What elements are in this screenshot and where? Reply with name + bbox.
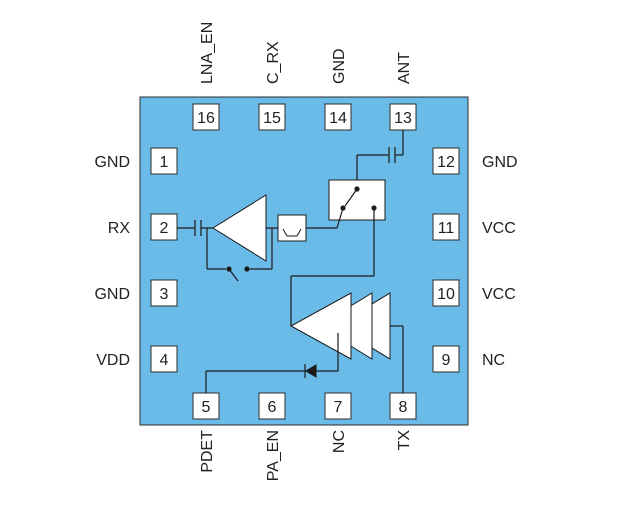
pin-14: 14 GND — [324, 48, 352, 131]
lna-amplifier — [212, 194, 267, 262]
pin-5: 5 PDET — [192, 392, 220, 473]
pin-8-label: TX — [396, 430, 413, 451]
pin-7-number: 7 — [334, 399, 343, 416]
bypass-contact-right — [244, 266, 250, 272]
pin-2-number: 2 — [160, 220, 169, 237]
pin-11-number: 11 — [438, 220, 455, 237]
pin-6-box — [258, 392, 286, 420]
pin-15-box — [258, 103, 286, 131]
pin-9-box — [432, 345, 460, 373]
package-body — [139, 96, 469, 426]
bandpass-filter-symbol — [277, 214, 307, 242]
pin-3-label: GND — [94, 286, 130, 303]
pin-13-number: 13 — [394, 110, 412, 127]
pin-6-number: 6 — [268, 399, 277, 416]
pin-14-box — [324, 103, 352, 131]
switch-rx-wire — [336, 207, 344, 229]
pin-5-number: 5 — [202, 399, 211, 416]
pin-14-label: GND — [331, 48, 348, 84]
pin-6-label: PA_EN — [265, 430, 282, 481]
pin-2-box — [150, 213, 178, 241]
pin-12: 12 GND — [432, 147, 518, 175]
pin-14-number: 14 — [329, 110, 347, 127]
pin-9-number: 9 — [442, 352, 451, 369]
pin-2-label: RX — [108, 220, 131, 237]
pin-16: 16 LNA_EN — [192, 22, 220, 131]
pin-5-label: PDET — [199, 430, 216, 473]
pa-stage-1 — [289, 292, 352, 360]
pin-9: 9 NC — [432, 345, 505, 373]
pin-15: 15 C_RX — [258, 41, 286, 131]
pin-10: 10 VCC — [432, 279, 516, 307]
pin-10-box — [432, 279, 460, 307]
pin-4-number: 4 — [160, 352, 169, 369]
pin-11-label: VCC — [482, 220, 516, 237]
pin-8-box — [389, 392, 417, 420]
pin-8: 8 TX — [389, 392, 417, 451]
pin-12-box — [432, 147, 460, 175]
pin-2: 2 RX — [108, 213, 178, 241]
pin-8-number: 8 — [399, 399, 408, 416]
pin-6: 6 PA_EN — [258, 392, 286, 481]
pin-7-label: NC — [331, 430, 348, 453]
pin-4: 4 VDD — [96, 345, 178, 373]
pin-3: 3 GND — [94, 279, 178, 307]
pin-1-number: 1 — [160, 154, 169, 171]
pin-10-number: 10 — [437, 286, 455, 303]
pin-13-label: ANT — [396, 52, 413, 84]
tr-switch-blade — [344, 188, 358, 207]
bypass-switch-blade — [228, 268, 239, 282]
pin-3-box — [150, 279, 178, 307]
pin-15-number: 15 — [263, 110, 281, 127]
pin-7: 7 NC — [324, 392, 352, 453]
pin-5-box — [192, 392, 220, 420]
pin-10-label: VCC — [482, 286, 516, 303]
pin-12-number: 12 — [437, 154, 455, 171]
pin-7-box — [324, 392, 352, 420]
pin-1-label: GND — [94, 154, 130, 171]
pin-9-label: NC — [482, 352, 505, 369]
pin-4-box — [150, 345, 178, 373]
tr-switch-box — [328, 179, 386, 221]
pin-12-label: GND — [482, 154, 518, 171]
pin-11-box — [432, 213, 460, 241]
pin-16-box — [192, 103, 220, 131]
pin-1-box — [150, 147, 178, 175]
pin-16-label: LNA_EN — [199, 22, 216, 84]
pin-15-label: C_RX — [265, 41, 282, 84]
pin-11: 11 VCC — [432, 213, 516, 241]
pin-13: 13 ANT — [389, 52, 417, 131]
pin-3-number: 3 — [160, 286, 169, 303]
pin-1: 1 GND — [94, 147, 178, 175]
pin-16-number: 16 — [197, 110, 215, 127]
pin-4-label: VDD — [96, 352, 130, 369]
